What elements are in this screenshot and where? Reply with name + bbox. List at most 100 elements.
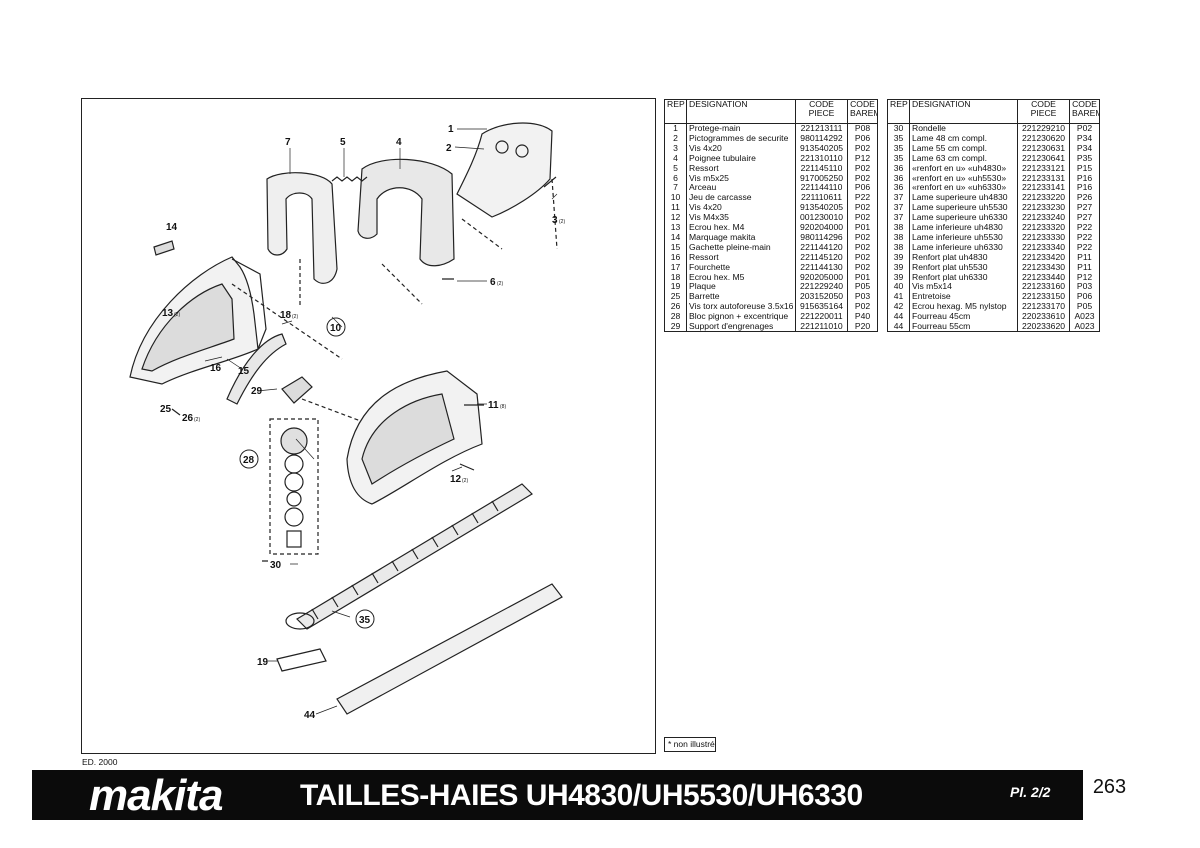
cell-designation: Lame superieure uh4830 <box>909 192 1018 203</box>
cell-rep: 39 <box>887 252 910 262</box>
cell-code-piece: 913540205 <box>795 202 848 213</box>
gear-stack-box <box>269 418 319 555</box>
cell-rep: 36 <box>887 172 910 183</box>
callout-15: 15 <box>238 366 250 377</box>
cell-code-piece: 220233610 <box>1017 311 1070 322</box>
cell-designation: Lame superieure uh6330 <box>909 212 1018 223</box>
cell-code-piece: 221233330 <box>1017 232 1070 243</box>
cell-rep: 36 <box>887 163 910 173</box>
cell-code-bareme: P27 <box>1069 212 1100 223</box>
cell-rep: 44 <box>887 311 910 322</box>
cell-code-piece: 221233230 <box>1017 202 1070 213</box>
cell-code-bareme: P02 <box>847 301 878 312</box>
cell-rep: 38 <box>887 232 910 243</box>
cell-code-piece: 221233141 <box>1017 182 1070 193</box>
cell-designation: Lame 55 cm compl. <box>909 143 1018 154</box>
not-illustrated-note: * non illustré <box>664 737 716 752</box>
sheath <box>336 583 563 715</box>
cell-rep: 14 <box>664 232 687 243</box>
brand-logo-text: makita <box>89 771 223 820</box>
cell-code-bareme: P16 <box>1069 182 1100 193</box>
cell-designation: Arceau <box>686 182 796 193</box>
callout-7: 7 <box>285 137 291 148</box>
cell-code-bareme: P01 <box>847 271 878 282</box>
callout-4: 4 <box>396 137 402 148</box>
cell-rep: 17 <box>664 261 687 272</box>
cell-rep: 44 <box>887 321 910 332</box>
callout-6: 6 <box>490 277 496 288</box>
header-rep: REP <box>664 99 687 124</box>
cell-designation: «renfort en u» «uh4830» <box>909 163 1018 173</box>
cell-code-bareme: P02 <box>847 212 878 223</box>
cell-code-bareme: P40 <box>847 311 878 322</box>
cell-code-bareme: P16 <box>1069 172 1100 183</box>
cell-code-bareme: A023 <box>1069 321 1100 332</box>
cell-code-piece: 221211010 <box>795 321 848 332</box>
cell-code-bareme: P02 <box>1069 123 1100 134</box>
cell-code-piece: 221233121 <box>1017 163 1070 173</box>
cell-rep: 42 <box>887 301 910 312</box>
cell-designation: Marquage makita <box>686 232 796 243</box>
callout-19: 19 <box>257 657 269 668</box>
cell-code-bareme: P02 <box>847 163 878 173</box>
cell-designation: Renfort plat uh4830 <box>909 252 1018 262</box>
header-code-bareme: CODEBAREME <box>1069 99 1100 124</box>
cell-rep: 5 <box>664 163 687 173</box>
callout-44: 44 <box>304 710 316 721</box>
cell-rep: 39 <box>887 261 910 272</box>
cell-code-piece: 221233160 <box>1017 281 1070 292</box>
page-number: 263 <box>1092 776 1127 798</box>
cell-designation: Pictogrammes de securite <box>686 133 796 144</box>
cell-code-piece: 220233620 <box>1017 321 1070 332</box>
cell-designation: Barrette <box>686 291 796 302</box>
cell-code-piece: 221233150 <box>1017 291 1070 302</box>
cell-designation: «renfort en u» «uh5530» <box>909 172 1018 183</box>
cell-code-bareme: P11 <box>1069 261 1100 272</box>
cell-code-bareme: P02 <box>847 202 878 213</box>
cell-code-bareme: P08 <box>847 123 878 134</box>
cell-rep: 36 <box>887 182 910 193</box>
cell-designation: Bloc pignon + excentrique <box>686 311 796 322</box>
callout-14: 14 <box>166 222 178 233</box>
cell-rep: 28 <box>664 311 687 322</box>
cell-designation: Vis M4x35 <box>686 212 796 223</box>
cell-code-piece: 221233440 <box>1017 271 1070 282</box>
callout-5: 5 <box>340 137 346 148</box>
callout-1: 1 <box>448 124 454 135</box>
callout-6-qty: (2) <box>497 281 503 287</box>
cell-rep: 37 <box>887 192 910 203</box>
cell-code-piece: 221233420 <box>1017 252 1070 262</box>
cell-code-piece: 221229210 <box>1017 123 1070 134</box>
callout-13-qty: (2) <box>174 312 180 318</box>
header-rep: REP <box>887 99 910 124</box>
handle-loop <box>266 172 338 284</box>
cell-code-piece: 221220011 <box>795 311 848 322</box>
cell-designation: Fourreau 55cm <box>909 321 1018 332</box>
cell-rep: 40 <box>887 281 910 292</box>
cell-designation: Vis m5x14 <box>909 281 1018 292</box>
cell-code-piece: 915635164 <box>795 301 848 312</box>
cell-code-piece: 221144120 <box>795 242 848 253</box>
cell-code-piece: 221230631 <box>1017 143 1070 154</box>
cell-code-bareme: P12 <box>847 153 878 164</box>
header-code-bareme: CODEBAREME <box>847 99 878 124</box>
cell-designation: Support d'engrenages <box>686 321 796 332</box>
